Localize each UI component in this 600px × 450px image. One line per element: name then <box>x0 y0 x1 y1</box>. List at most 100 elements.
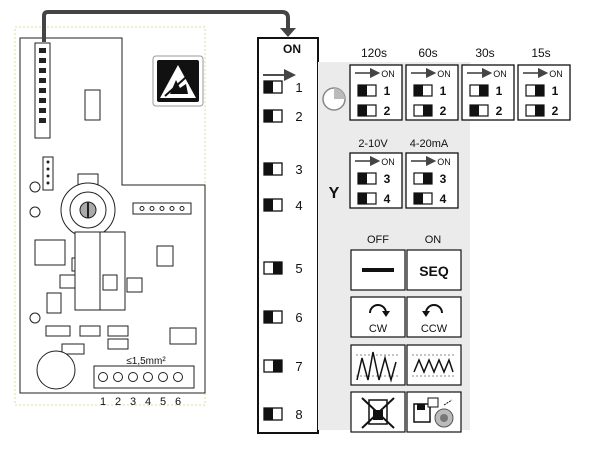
switch-knob <box>358 173 367 184</box>
esd-warning-icon <box>152 55 204 107</box>
dip-switch-4: 4 <box>263 198 303 213</box>
dip-switch-8: 8 <box>263 407 303 422</box>
board-outline <box>19 37 206 394</box>
mini-switch-number: 2 <box>496 104 503 118</box>
component <box>156 245 174 267</box>
clock-icon <box>322 87 346 111</box>
mini-switch-number: 1 <box>552 84 559 98</box>
dip-switch-number: 8 <box>295 407 302 422</box>
switch-knob <box>264 408 273 420</box>
terminal-screws <box>98 372 183 382</box>
timing-label-120s: 120s <box>361 46 387 60</box>
component <box>45 325 71 337</box>
terminal-number: 5 <box>160 396 166 408</box>
dip-switch-7: 7 <box>263 359 303 374</box>
mini-on-label: ON <box>549 69 563 79</box>
switch-knob <box>264 199 273 211</box>
wire-size-note: ≤1,5mm² <box>126 356 166 367</box>
terminal-number: 2 <box>115 396 121 408</box>
main-switches: 1 2 3 4 5 6 7 8 <box>263 80 303 422</box>
switch-knob <box>535 105 544 116</box>
timing-label-60s: 60s <box>418 46 437 60</box>
save-icon <box>413 397 454 428</box>
function-on-label: ON <box>425 234 442 246</box>
component <box>102 274 118 291</box>
mini-on-label: ON <box>381 157 395 167</box>
switch-knob <box>414 85 423 96</box>
component <box>79 325 101 337</box>
mount-hole <box>29 181 41 193</box>
timing-labels: 120s 60s 30s 15s <box>361 46 551 60</box>
component <box>42 156 54 191</box>
switch-knob <box>470 105 479 116</box>
wide-band-icon <box>356 351 397 383</box>
component <box>46 292 62 314</box>
mini-on-label: ON <box>437 157 451 167</box>
function-row-7 <box>350 344 462 386</box>
function-row-8 <box>350 391 462 433</box>
no-adaptation-icon <box>361 397 395 429</box>
potentiometer <box>60 182 116 238</box>
function-row-6: CW CCW <box>350 296 462 338</box>
timing-option-box: ON 1 2 <box>405 64 459 121</box>
connection-arrowhead <box>280 28 296 37</box>
dip-switch-6: 6 <box>263 310 303 325</box>
function-box-off <box>350 344 406 386</box>
dip-switch-number: 7 <box>295 359 302 374</box>
cw-label: CW <box>369 323 388 335</box>
switch-knob <box>273 360 282 372</box>
narrow-band-icon <box>413 357 454 374</box>
function-row-5: SEQ <box>350 249 462 291</box>
timing-option-box: ON 1 2 <box>517 64 571 121</box>
terminal-number: 3 <box>130 396 136 408</box>
function-box-on <box>406 344 462 386</box>
dip-switch-5: 5 <box>263 261 303 276</box>
buzzer <box>36 350 76 390</box>
mini-on-label: ON <box>381 69 395 79</box>
switch-knob <box>264 81 273 93</box>
ccw-label: CCW <box>421 323 448 335</box>
mini-switch-number: 4 <box>440 192 447 206</box>
component <box>59 274 76 289</box>
mount-hole <box>29 206 41 218</box>
ccw-arrow-icon <box>425 304 443 314</box>
signal-label-4-20ma: 4-20mA <box>410 138 449 150</box>
timing-label-15s: 15s <box>531 46 550 60</box>
component <box>169 327 197 345</box>
signal-label-2-10v: 2-10V <box>358 138 388 150</box>
mini-switch-number: 3 <box>384 172 391 186</box>
terminal-number: 4 <box>145 396 151 408</box>
switch-knob <box>358 105 367 116</box>
mini-switch-number: 2 <box>384 104 391 118</box>
function-box-on <box>406 249 462 291</box>
component <box>126 277 143 293</box>
dip-header-pins <box>39 48 46 123</box>
circuit-board: ≤1,5mm² 1 2 3 4 5 6 <box>14 10 296 408</box>
mini-switch-number: 2 <box>552 104 559 118</box>
dip-switch-number: 4 <box>295 198 302 213</box>
mini-switch-number: 2 <box>440 104 447 118</box>
switch-knob <box>535 85 544 96</box>
switch-knob <box>264 311 273 323</box>
dip-switch-number: 2 <box>295 109 302 124</box>
dip-switch-1: 1 <box>263 80 303 95</box>
mini-on-label: ON <box>437 69 451 79</box>
mini-switch-number: 1 <box>440 84 447 98</box>
mini-on-label: ON <box>493 69 507 79</box>
switch-knob <box>414 193 423 204</box>
component <box>107 338 129 350</box>
signal-labels: 2-10V 4-20mA <box>358 138 449 150</box>
mini-switch-number: 1 <box>384 84 391 98</box>
connection-arrow <box>42 10 290 42</box>
switch-knob <box>264 163 273 175</box>
mount-hole <box>29 312 41 324</box>
dip-switch-3: 3 <box>263 162 303 177</box>
dip-switch-number: 1 <box>295 80 302 95</box>
signal-symbol: Y <box>329 185 340 202</box>
switch-knob <box>358 85 367 96</box>
